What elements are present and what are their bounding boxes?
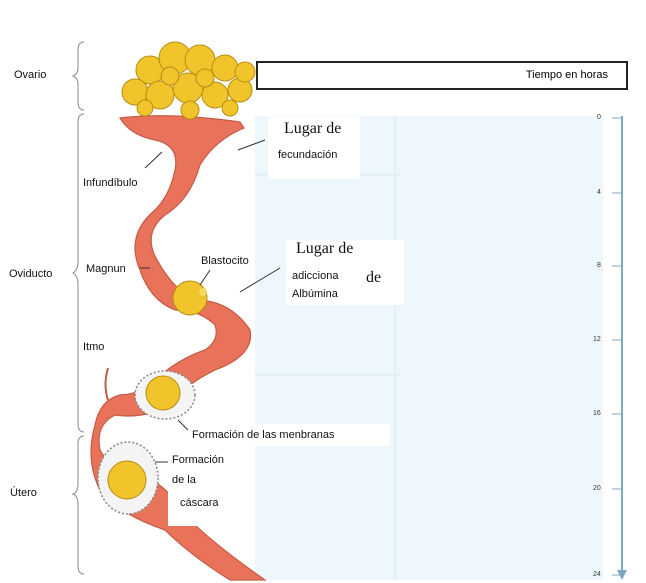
time-panel <box>255 116 603 580</box>
tick-16: 16 <box>593 410 601 417</box>
label-infundibulo: Infundíbulo <box>83 177 137 189</box>
label-lugar-fecundacion-2: fecundación <box>278 149 337 161</box>
label-lugar-albumina-1: Lugar de <box>296 240 353 258</box>
ovary-follicles <box>122 42 255 119</box>
time-axis-title: Tiempo en horas <box>526 69 608 81</box>
label-utero: Útero <box>10 487 37 499</box>
utero-bracket <box>73 436 84 574</box>
blastocito-egg <box>173 281 207 315</box>
label-cascara-1: Formación <box>172 454 224 466</box>
ovario-bracket <box>73 42 84 110</box>
tick-0: 0 <box>597 114 601 121</box>
tick-8: 8 <box>597 262 601 269</box>
tick-4: 4 <box>597 189 601 196</box>
tick-24: 24 <box>593 571 601 578</box>
oviducto-bracket <box>73 114 84 432</box>
label-lugar-albumina-2: adicciona <box>292 270 338 282</box>
time-axis-ticks <box>612 118 622 575</box>
label-ovario: Ovario <box>14 69 46 81</box>
label-magnun: Magnun <box>86 263 126 275</box>
label-oviducto: Oviducto <box>9 268 52 280</box>
tick-12: 12 <box>593 336 601 343</box>
time-title-box: Tiempo en horas <box>256 61 628 90</box>
label-blastocito: Blastocito <box>201 255 249 267</box>
membrane-egg <box>135 371 195 419</box>
tick-20: 20 <box>593 485 601 492</box>
shell-egg <box>98 442 158 514</box>
label-lugar-albumina-de: de <box>366 269 381 287</box>
label-cascara-2: de la <box>172 474 196 486</box>
label-membranas: Formación de las menbranas <box>192 429 334 441</box>
label-itmo: Itmo <box>83 341 104 353</box>
label-cascara-3: cáscara <box>180 497 219 509</box>
label-lugar-fecundacion-1: Lugar de <box>284 120 341 138</box>
blastocito-leader <box>200 270 210 285</box>
label-lugar-albumina-3: Albúmina <box>292 288 338 300</box>
itmo-branch <box>106 368 109 400</box>
infundibulo-leader <box>145 152 162 168</box>
